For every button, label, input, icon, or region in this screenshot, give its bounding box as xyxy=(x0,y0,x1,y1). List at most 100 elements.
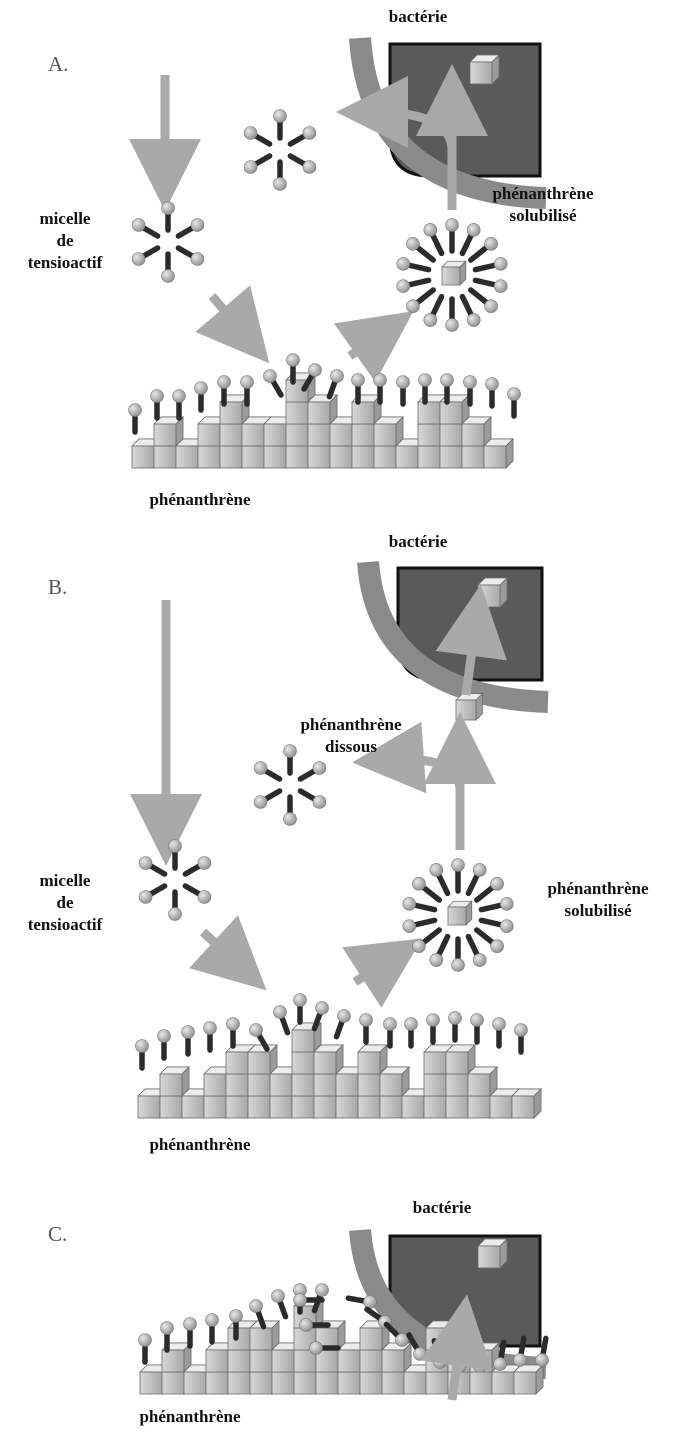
adsorbed-surfactant xyxy=(427,1014,440,1043)
phenanthrene-crystal-block xyxy=(468,1067,497,1096)
surfactant-molecule xyxy=(452,939,465,972)
phenanthrene-crystal-block xyxy=(248,1045,277,1074)
panel-b-micelle-label-line1: micelle xyxy=(0,870,130,892)
surfactant-molecule xyxy=(462,297,480,327)
panel-b-bacteria-label: bactérie xyxy=(358,531,478,553)
adsorbed-surfactant xyxy=(314,1002,328,1029)
adsorbed-surfactant xyxy=(329,370,343,397)
surfactant-molecule xyxy=(406,237,433,260)
panel-c-bacteria-label: bactérie xyxy=(382,1197,502,1219)
adsorbed-surfactant xyxy=(184,1318,197,1347)
surfactant-molecule xyxy=(468,863,486,893)
panel-a-bacteria-label: bactérie xyxy=(358,6,478,28)
phenanthrene-crystal-block xyxy=(514,1365,543,1394)
surfactant-molecule xyxy=(162,202,175,231)
panel-b-solubilized-micelle xyxy=(403,859,513,972)
panel-a-micelle xyxy=(132,202,204,283)
surfactant-molecule xyxy=(139,886,165,904)
surfactant-molecule xyxy=(300,762,326,780)
panel-b-solubilized-label-line1: phénanthrène xyxy=(528,878,668,900)
panel-b-arrow-to-solubilized xyxy=(355,958,392,982)
adsorbed-surfactant xyxy=(182,1026,195,1055)
phenanthrene-crystal-block xyxy=(380,1067,409,1096)
panel-b-solubilized-label: phénanthrène solubilisé xyxy=(528,878,668,922)
panel-b-bacterium xyxy=(368,562,548,702)
adsorbed-surfactant xyxy=(384,1018,397,1047)
surfactant-molecule xyxy=(244,127,270,145)
adsorbed-surfactant xyxy=(272,1290,286,1317)
panel-a-solubilized-micelle xyxy=(397,219,507,332)
panel-a-micelle-label-line2: de xyxy=(0,230,130,252)
panel-b-phenanthrene-substrate xyxy=(138,1023,541,1118)
surfactant-molecule xyxy=(481,920,513,933)
surfactant-molecule xyxy=(132,219,158,237)
adsorbed-surfactant xyxy=(129,404,142,433)
surfactant-molecule xyxy=(397,257,429,270)
adsorbed-surfactant xyxy=(158,1030,171,1059)
adsorbed-surfactant xyxy=(195,382,208,411)
adsorbed-surfactant xyxy=(493,1018,506,1047)
phenanthrene-crystal-block xyxy=(314,1045,343,1074)
adsorbed-surfactant xyxy=(139,1334,152,1363)
panel-c-substrate-label: phénanthrène xyxy=(110,1406,270,1428)
adsorbed-surfactant xyxy=(471,1014,484,1043)
adsorbed-surfactant xyxy=(486,378,499,407)
adsorbed-surfactant xyxy=(294,994,307,1023)
phenanthrene-crystal-block xyxy=(512,1089,541,1118)
surfactant-molecule xyxy=(244,156,270,174)
surfactant-molecule xyxy=(185,857,211,875)
adsorbed-surfactant xyxy=(336,1010,350,1037)
surfactant-molecule xyxy=(477,930,504,953)
surfactant-molecule xyxy=(397,280,429,293)
adsorbed-surfactant xyxy=(515,1024,528,1053)
surfactant-molecule xyxy=(132,248,158,266)
phenanthrene-crystal-block xyxy=(160,1067,189,1096)
panel-b-micelle-label-line3: tensioactif xyxy=(0,914,130,936)
surfactant-molecule xyxy=(424,297,442,327)
surfactant-molecule xyxy=(424,223,442,253)
adsorbed-surfactant xyxy=(151,390,164,419)
panel-b-dissolved-label: phénanthrène dissous xyxy=(276,714,426,758)
surfactant-molecule xyxy=(300,791,326,809)
adsorbed-surfactant xyxy=(274,1006,288,1033)
panel-a-substrate-label: phénanthrène xyxy=(120,489,280,511)
surfactant-molecule xyxy=(403,920,435,933)
panel-b-micelle-label-line2: de xyxy=(0,892,130,914)
surfactant-molecule xyxy=(475,257,507,270)
surfactant-molecule xyxy=(178,219,204,237)
surfactant-molecule xyxy=(475,280,507,293)
adsorbed-surfactant xyxy=(508,388,521,417)
adsorbed-surfactant xyxy=(173,390,186,419)
surfactant-molecule xyxy=(430,937,448,967)
surfactant-molecule xyxy=(290,156,316,174)
panel-b-arrow-to-surface xyxy=(203,932,240,966)
surfactant-molecule xyxy=(412,877,439,900)
surfactant-molecule xyxy=(185,886,211,904)
surfactant-molecule xyxy=(169,840,182,869)
panel-a-solubilized-label: phénanthrène solubilisé xyxy=(468,183,618,227)
phenanthrene-crystal xyxy=(448,901,472,925)
panel-b-micelle xyxy=(139,840,211,921)
surfactant-molecule xyxy=(162,254,175,283)
surfactant-molecule xyxy=(452,859,465,892)
panel-a-arrow-to-surface xyxy=(212,296,246,336)
panel-c-internalized-crystal xyxy=(478,1239,507,1268)
surfactant-molecule xyxy=(290,127,316,145)
adsorbed-surfactant xyxy=(360,1014,373,1043)
surfactant-molecule xyxy=(412,930,439,953)
surfactant-molecule xyxy=(406,290,433,313)
phenanthrene-crystal-block xyxy=(308,395,337,424)
adsorbed-surfactant xyxy=(348,1296,376,1309)
phenanthrene-crystal-block xyxy=(382,1343,411,1372)
surfactant-molecule xyxy=(254,762,280,780)
adsorbed-surfactant xyxy=(449,1012,462,1041)
phenanthrene-crystal xyxy=(442,261,466,285)
panel-b-letter: B. xyxy=(48,575,67,600)
panel-a-internalized-crystal xyxy=(470,55,499,84)
surfactant-molecule xyxy=(169,892,182,921)
phenanthrene-crystal-block xyxy=(484,439,513,468)
panel-a-solubilized-label-line2: solubilisé xyxy=(468,205,618,227)
surfactant-molecule xyxy=(274,162,287,191)
surfactant-molecule xyxy=(446,219,459,252)
adsorbed-surfactant xyxy=(227,1018,240,1047)
